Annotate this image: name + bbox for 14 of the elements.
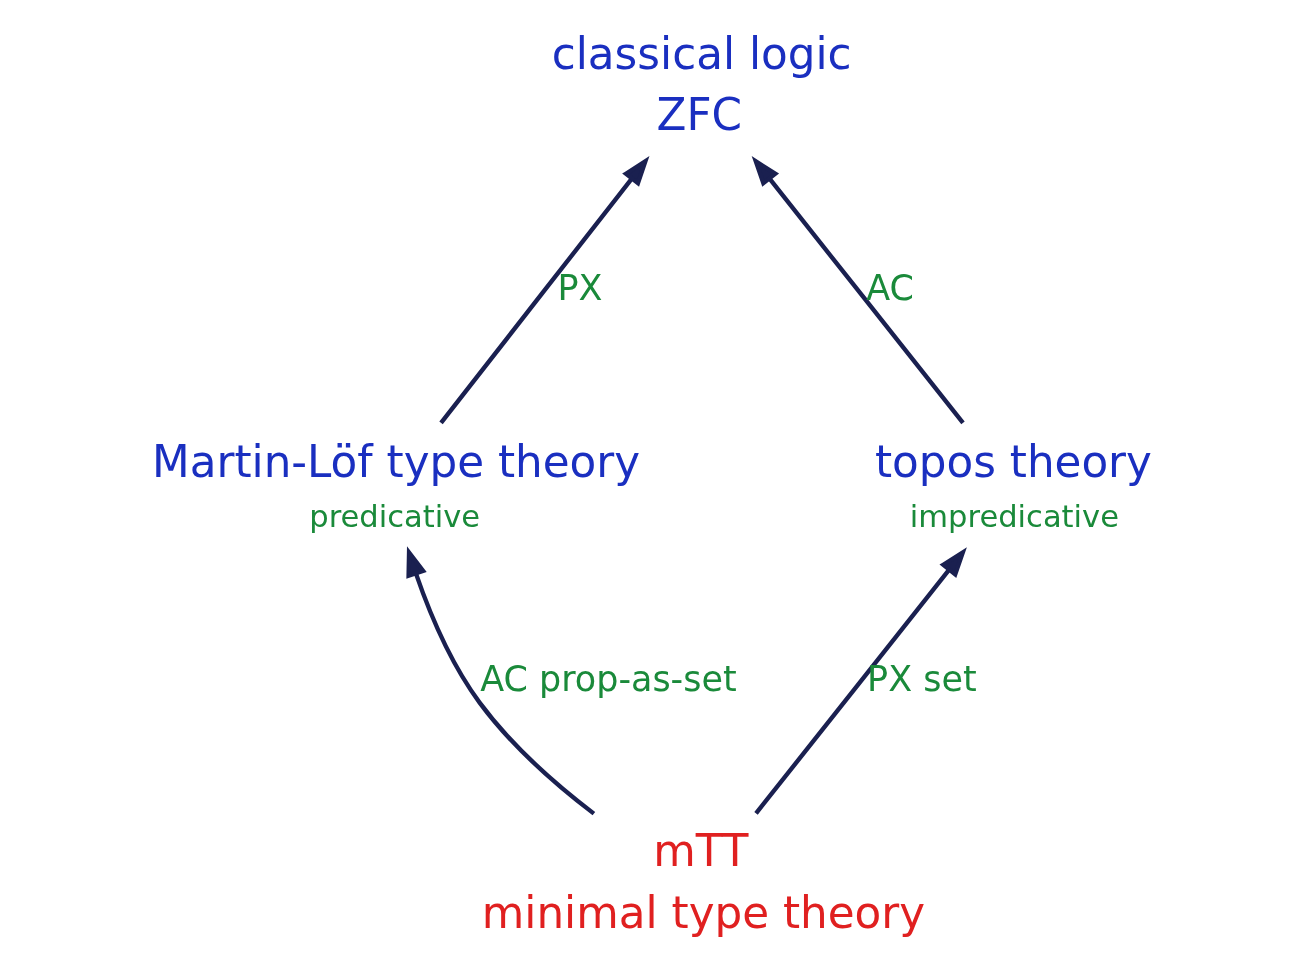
- edge-label: AC prop-as-set: [479, 659, 737, 700]
- node-text: topos theory: [874, 435, 1152, 487]
- node-text: classical logic ZFC: [551, 28, 852, 141]
- node-label: impredicative: [909, 499, 1119, 535]
- edge-label: AC: [865, 268, 914, 309]
- edge-label: PX: [557, 268, 603, 309]
- node-text: mTT minimal type theory: [481, 825, 925, 938]
- edge-label: PX set: [866, 659, 977, 700]
- arrow: [438, 156, 649, 425]
- node-label: predicative: [308, 499, 480, 535]
- node-text: Martin-Löf type theory: [151, 435, 640, 487]
- arrow: [405, 546, 595, 816]
- arrow: [751, 156, 965, 425]
- arrow: [753, 547, 967, 815]
